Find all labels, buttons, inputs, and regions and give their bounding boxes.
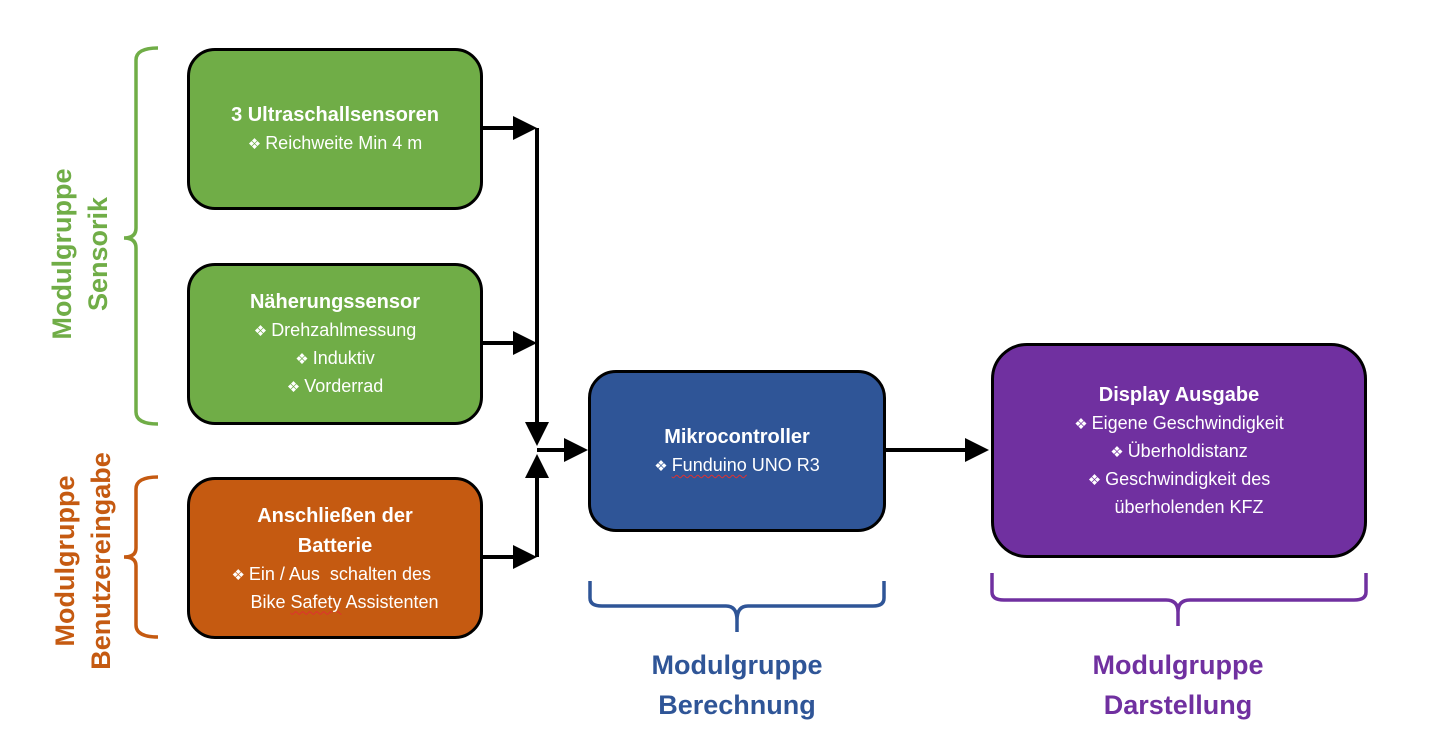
- diamond-bullet-icon: ❖: [1087, 472, 1102, 489]
- bullet-item: ❖Überholdistanz: [1110, 441, 1248, 461]
- group-label-sensorik: Modulgruppe Sensorik: [47, 168, 113, 340]
- box-display-ausgabe: Display Ausgabe ❖Eigene Geschwindigkeit …: [991, 343, 1367, 558]
- bullet-item: ❖Drehzahlmessung: [253, 320, 417, 340]
- box-title-line2: Batterie: [297, 534, 373, 557]
- box-naeherungssensor: Näherungssensor ❖Drehzahlmessung ❖Indukt…: [187, 263, 483, 425]
- bullet-item-continuation: überholenden KFZ: [1114, 497, 1264, 517]
- bullet-item: ❖Reichweite Min 4 m: [247, 133, 423, 153]
- diamond-bullet-icon: ❖: [253, 323, 268, 340]
- diamond-bullet-icon: ❖: [1110, 444, 1124, 461]
- diamond-bullet-icon: ❖: [247, 136, 262, 153]
- brace-berechnung: [588, 581, 886, 632]
- box-title: 3 Ultraschallsensoren: [231, 104, 439, 126]
- bullet-item: ❖Eigene Geschwindigkeit: [1074, 413, 1284, 433]
- box-title: Näherungssensor: [249, 291, 421, 313]
- bullet-item: ❖Ein / Aus schalten des: [231, 563, 431, 584]
- box-title: Mikrocontroller: [664, 426, 810, 448]
- bullet-item: ❖Funduino UNO R3: [654, 455, 820, 475]
- group-label-benutzereingabe: Modulgruppe Benutzereingabe: [50, 452, 116, 670]
- group-label-darstellung: Modulgruppe Darstellung: [1092, 650, 1264, 720]
- bullet-item: ❖Geschwindigkeit des: [1087, 469, 1271, 489]
- box-title: Display Ausgabe: [1098, 384, 1260, 406]
- bullet-item-continuation: Bike Safety Assistenten: [250, 591, 439, 612]
- bullet-item: ❖Vorderrad: [286, 376, 384, 396]
- group-label-berechnung: Modulgruppe Berechnung: [651, 650, 823, 720]
- diamond-bullet-icon: ❖: [286, 379, 301, 396]
- box-ultraschallsensoren: 3 Ultraschallsensoren ❖Reichweite Min 4 …: [187, 48, 483, 210]
- bullet-block: ❖Ein / Aus schalten des Bike Safety Assi…: [231, 561, 438, 616]
- box-title-line1: Anschließen der: [257, 504, 413, 527]
- brace-darstellung: [990, 573, 1368, 626]
- brace-sensorik: [123, 46, 159, 426]
- diamond-bullet-icon: ❖: [231, 566, 245, 584]
- diamond-bullet-icon: ❖: [1074, 416, 1088, 433]
- spellcheck-word: Funduino: [671, 455, 747, 475]
- diamond-bullet-icon: ❖: [295, 351, 309, 368]
- box-batterie: Anschließen der Batterie ❖Ein / Aus scha…: [187, 477, 483, 639]
- diamond-bullet-icon: ❖: [654, 458, 668, 475]
- brace-benutzereingabe: [123, 475, 159, 639]
- box-mikrocontroller: Mikrocontroller ❖Funduino UNO R3: [588, 370, 886, 532]
- spellcheck-word: Safety: [290, 591, 342, 612]
- bullet-item: ❖Induktiv: [295, 348, 375, 368]
